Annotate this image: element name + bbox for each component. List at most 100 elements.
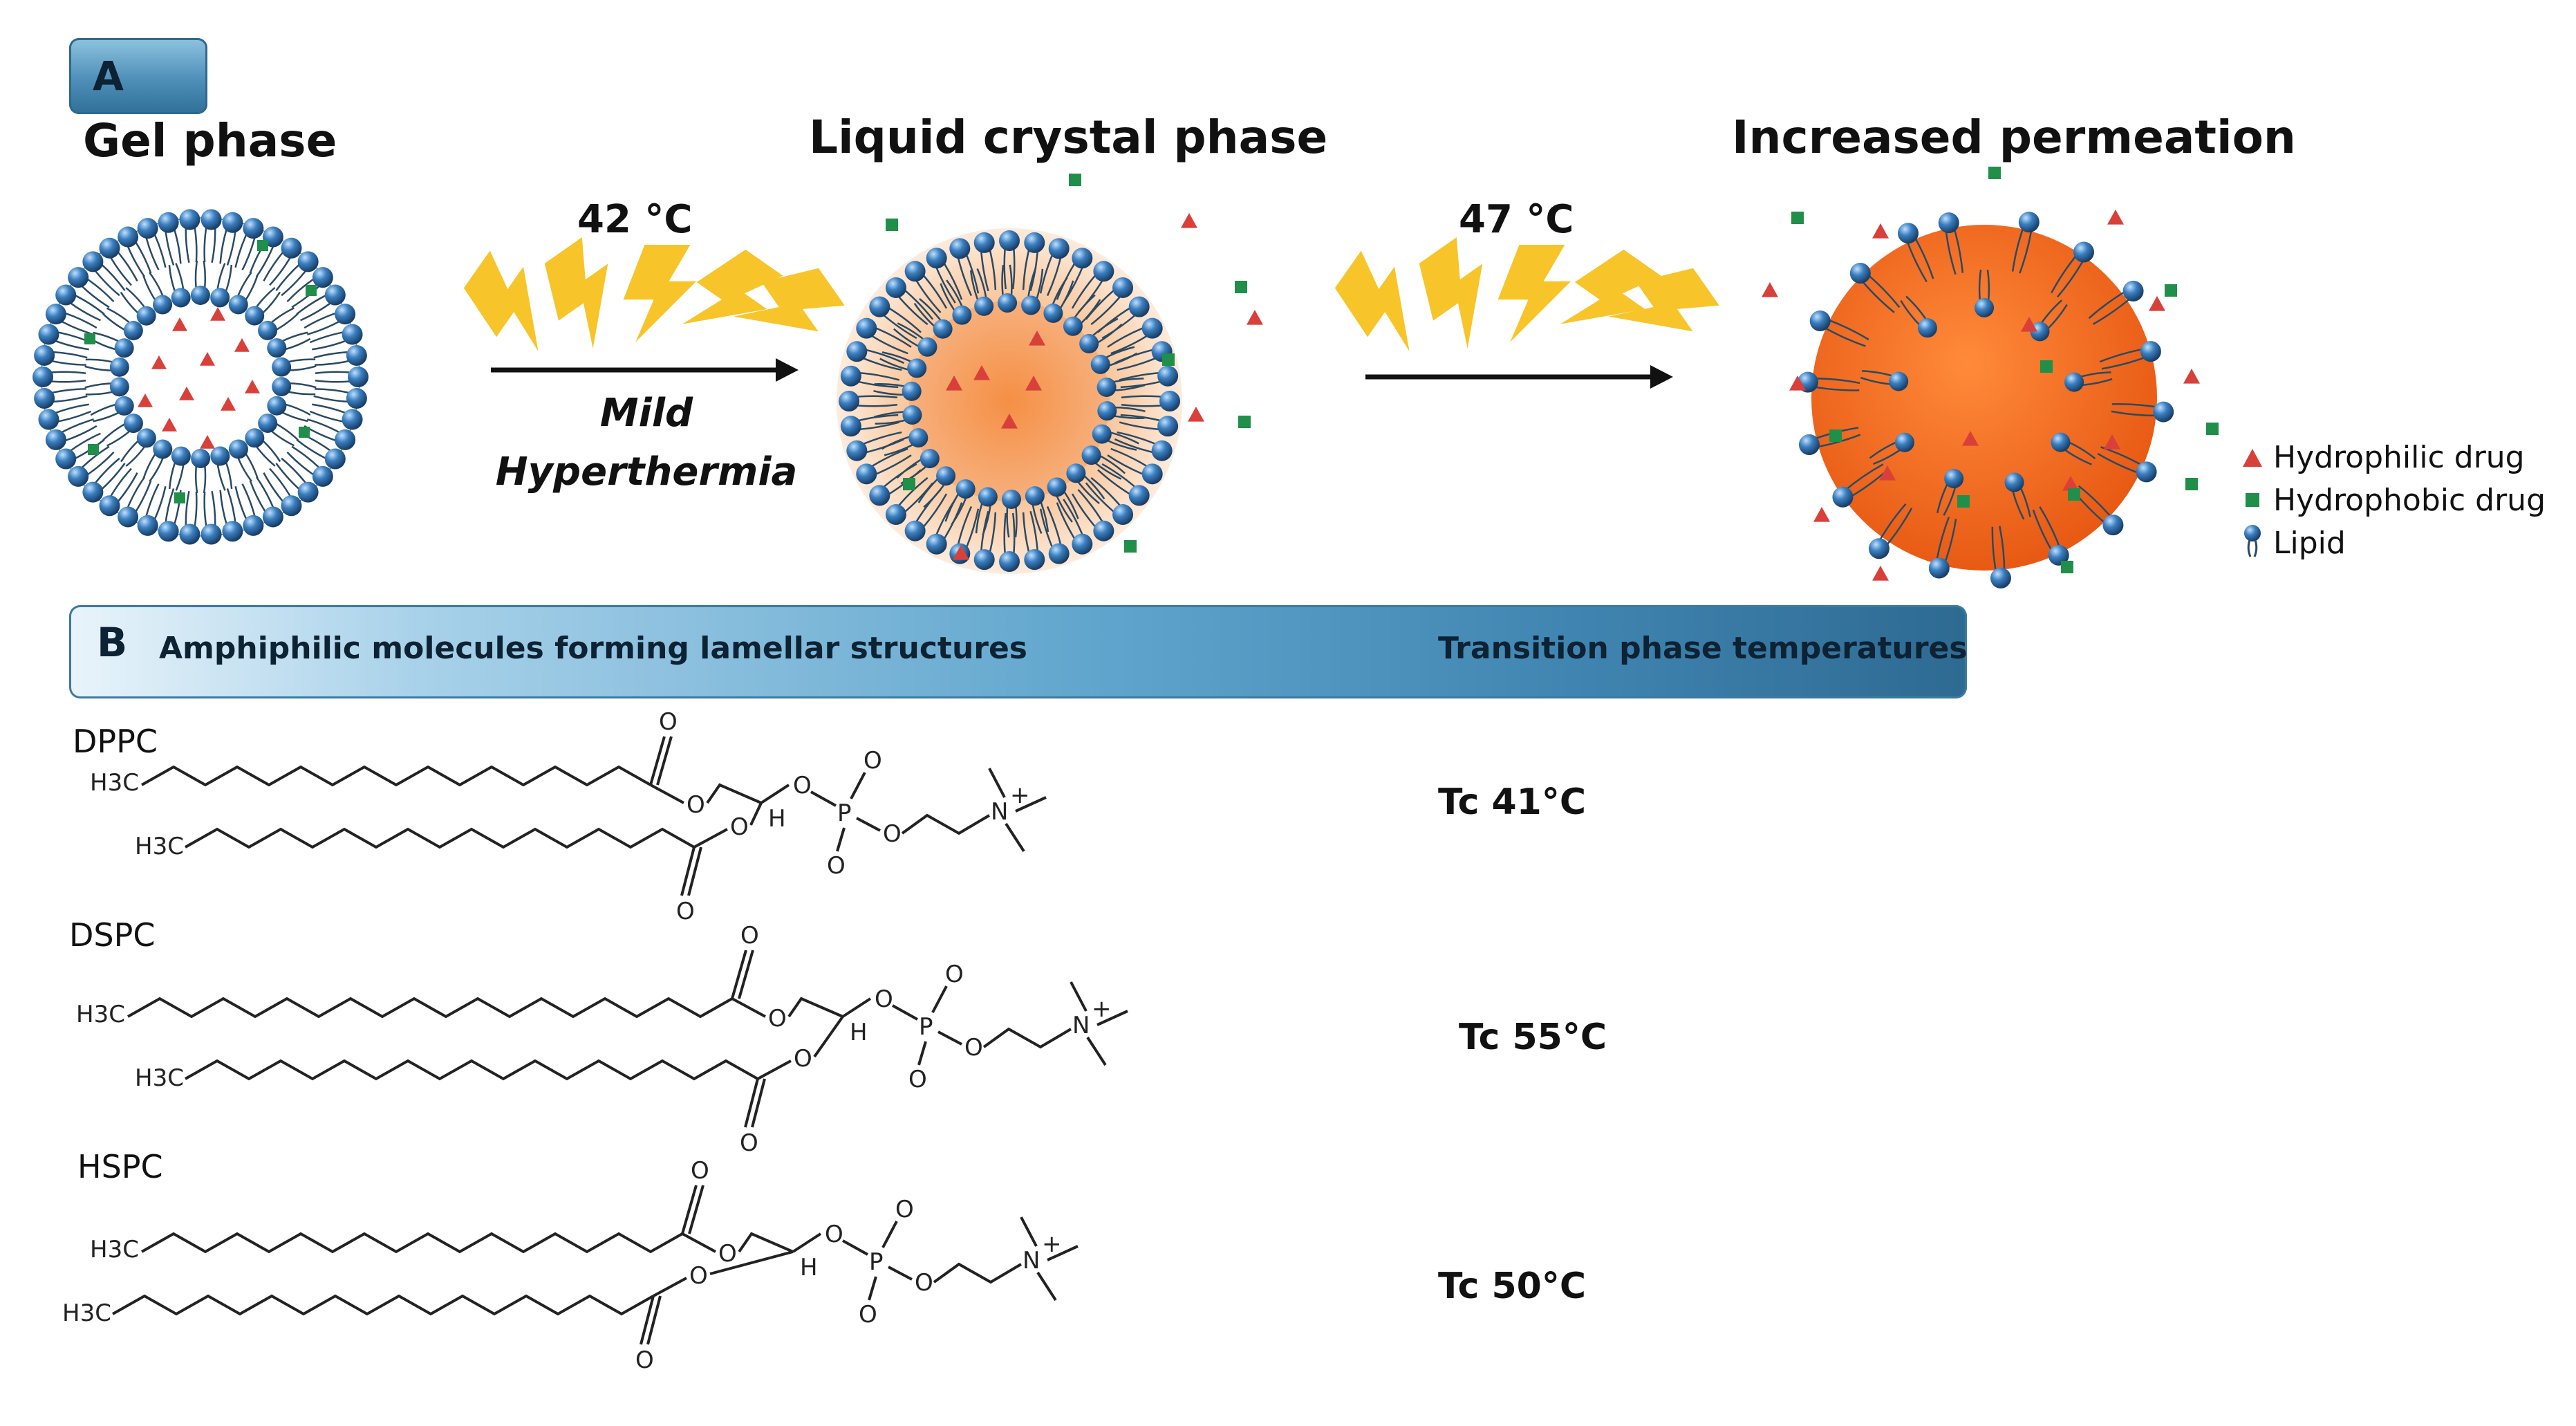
lipid-icon xyxy=(2051,241,2094,298)
hydrophilic-drug-icon xyxy=(2183,369,2200,384)
permeation-lipids xyxy=(1797,212,2174,589)
lipid-icon xyxy=(272,377,317,397)
liquid-crystal-phase-title: Liquid crystal phase xyxy=(809,111,1328,164)
lipid-icon xyxy=(1079,317,1123,353)
lipid-icon xyxy=(2051,432,2096,465)
lipid-icon xyxy=(258,307,299,340)
lipid-icon xyxy=(1066,463,1105,505)
panel-b-label: B xyxy=(97,619,128,666)
nitrogen-label: N xyxy=(991,798,1008,826)
lipid-icon xyxy=(1056,499,1093,555)
methyl-group-label: H3C xyxy=(90,769,139,797)
lipid-icon xyxy=(68,445,115,487)
hydrophilic-drug-icon xyxy=(1872,223,1889,239)
hydrophobic-drug-icon xyxy=(1829,429,1842,442)
lipid-icon xyxy=(120,287,156,326)
lipid-icon xyxy=(1022,510,1045,571)
oxygen-label: O xyxy=(793,772,812,799)
lightning-icon xyxy=(463,250,539,352)
hydrophilic-drug-icon xyxy=(946,376,962,391)
lipid-icon xyxy=(1047,477,1079,523)
lipid-icon xyxy=(55,432,105,470)
lipid-icon xyxy=(234,218,264,270)
hydrophobic-drug-icon xyxy=(1124,540,1137,553)
hydrophilic-drug-icon xyxy=(2021,317,2037,332)
lipid-icon xyxy=(267,396,311,423)
lipid-icon xyxy=(1121,391,1180,411)
lipid-icon xyxy=(949,238,980,297)
lipid-icon xyxy=(137,483,167,536)
hydrophilic-drug-icon xyxy=(1962,431,1979,446)
hydrophobic-drug-icon xyxy=(84,333,95,344)
lipid-icon xyxy=(1039,506,1070,564)
lipid-icon xyxy=(34,388,88,409)
tc-hspc: Tc 50°C xyxy=(1438,1266,1587,1307)
panel-b-right-caption: Transition phase temperatures xyxy=(1438,631,1968,666)
lipid-icon xyxy=(873,381,922,401)
lipid-icon xyxy=(856,317,912,355)
lightning-icon xyxy=(623,245,697,342)
hydrogen-label: H xyxy=(800,1254,818,1281)
lipid-icon xyxy=(219,212,243,266)
lipid-icon xyxy=(137,218,167,270)
hydrophobic-drug-icon xyxy=(1069,174,1081,186)
lightning-icon xyxy=(734,268,845,332)
lipid-icon xyxy=(1021,267,1044,315)
lipid-icon xyxy=(1081,445,1126,480)
hydrophilic-drug-icon xyxy=(1879,465,1896,481)
oxygen-label: O xyxy=(908,1066,927,1093)
lipid-icon xyxy=(82,251,126,297)
lipid-icon xyxy=(245,286,281,326)
hydrophobic-drug-icon xyxy=(1162,353,1175,366)
lipid-icon xyxy=(120,428,156,467)
lipid-icon xyxy=(313,344,367,366)
lipid-icon xyxy=(1114,431,1173,461)
permeation-drugs xyxy=(1762,167,2219,581)
lipid-icon xyxy=(2004,472,2031,520)
methyl-group-label: H3C xyxy=(135,833,184,860)
methyl-group-label: H3C xyxy=(90,1236,139,1263)
oxygen-label: O xyxy=(740,1129,758,1157)
lightning-icon xyxy=(682,249,783,324)
liquid-drugs xyxy=(886,174,1263,560)
lipid-icon xyxy=(245,428,281,467)
lipid-icon xyxy=(896,449,940,485)
oxygen-label: O xyxy=(676,898,695,925)
lipid-icon xyxy=(228,272,259,315)
lipid-icon xyxy=(904,261,948,313)
gel-phase-liposome xyxy=(32,209,368,545)
legend-hydrophilic-label: Hydrophilic drug xyxy=(2273,439,2525,475)
lipid-icon xyxy=(99,237,138,286)
hydrophilic-drug-icon xyxy=(1181,213,1197,228)
oxygen-label: O xyxy=(825,1221,843,1248)
transition-temperature-2: 47 °C xyxy=(1459,197,1574,242)
lipid-icon xyxy=(2073,485,2124,536)
hydrophilic-drug-icon xyxy=(1789,376,1806,391)
lipid-icon xyxy=(90,396,134,423)
hydrophilic-drug-icon xyxy=(1813,507,1830,522)
lipid-icon xyxy=(999,230,1020,290)
lipid-icon xyxy=(999,512,1020,572)
lipid-icon xyxy=(90,331,134,358)
lipid-icon xyxy=(210,446,233,491)
lipid-icon xyxy=(1071,489,1114,541)
gel-phase-title: Gel phase xyxy=(83,114,337,167)
hydrophilic-drug-icon xyxy=(179,387,194,400)
hydrophobic-drug-icon xyxy=(1235,281,1247,293)
lipid-icon xyxy=(102,414,143,447)
lipid-icon xyxy=(1025,486,1049,535)
oxygen-label: O xyxy=(689,1262,708,1290)
hydrophobic-drug-icon xyxy=(2068,488,2080,501)
hydrophobic-drug-icon xyxy=(1957,495,1970,508)
lipid-icon xyxy=(926,248,963,304)
lipid-icon xyxy=(55,284,105,322)
lipid-icon xyxy=(84,377,129,397)
tc-dppc: Tc 41°C xyxy=(1438,781,1587,823)
hydrophilic-drug-icon xyxy=(245,380,260,393)
lightning-icon xyxy=(1419,237,1483,349)
hydrophobic-drug-icon xyxy=(2061,561,2073,573)
lipid-icon xyxy=(142,272,173,315)
lipid-icon xyxy=(45,304,97,335)
